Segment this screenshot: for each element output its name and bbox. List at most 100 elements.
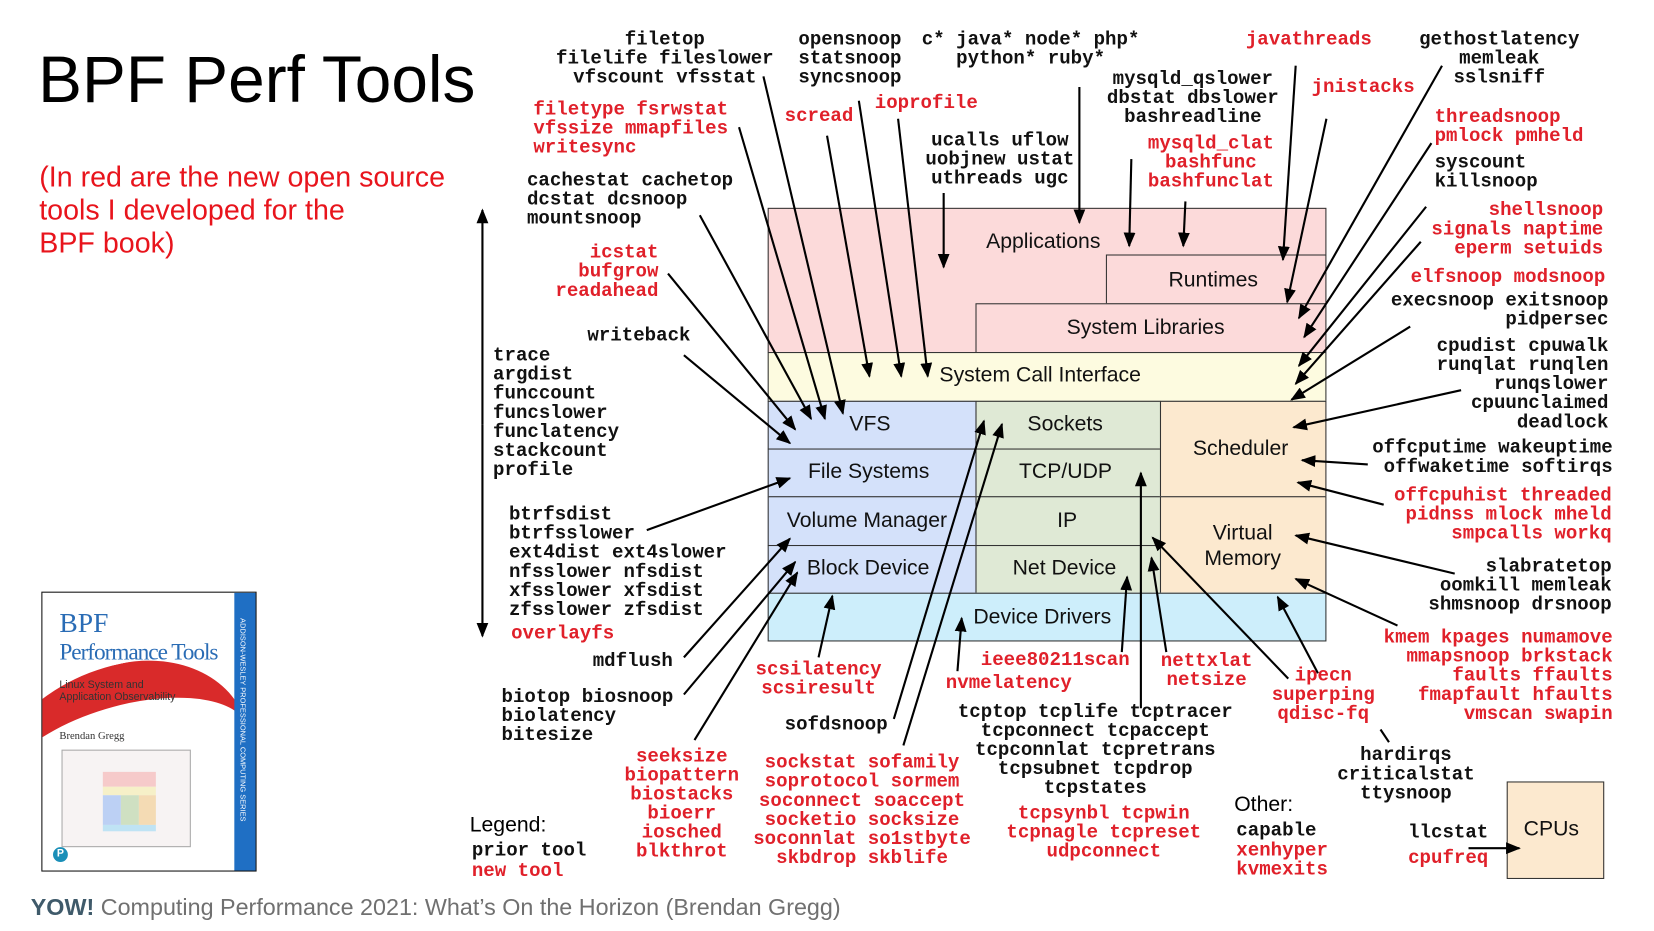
tools-cpudist: cpudist cpuwalk runqlat runqlen runqslow… bbox=[1436, 336, 1609, 434]
book-cover: BPF Performance Tools Linux System and A… bbox=[41, 591, 257, 872]
arrow-gethostlatency bbox=[1297, 65, 1443, 320]
layer-file-systems bbox=[767, 448, 977, 498]
arrow-mysqld-clat bbox=[1177, 201, 1190, 248]
arrow-jnistacks bbox=[1284, 118, 1328, 304]
arrow-threadsnoop bbox=[1303, 142, 1433, 339]
publisher-logo: P bbox=[53, 847, 68, 863]
footer-text: Computing Performance 2021: What’s On th… bbox=[94, 893, 841, 921]
book-subtitle: Linux System and Application Observabili… bbox=[59, 679, 176, 703]
tools-writeback: writeback bbox=[587, 325, 691, 347]
tools-sockstat: sockstat sofamily soprotocol sormem soco… bbox=[753, 752, 971, 870]
arrow-scread bbox=[825, 135, 873, 378]
cpus-box bbox=[1506, 781, 1605, 879]
arrow-ipecn bbox=[1151, 536, 1290, 680]
legend-prior-tool: prior tool bbox=[471, 840, 587, 863]
layer-block-device bbox=[767, 544, 977, 594]
tools-offcputime: offcputime wakeuptime offwaketime softir… bbox=[1372, 437, 1613, 479]
tools-shellsnoop: shellsnoop signals naptime eperm setuids bbox=[1431, 200, 1604, 260]
tools-nettxlat: nettxlat netsize bbox=[1160, 651, 1253, 692]
layer-block-device-label: Block Device bbox=[806, 556, 930, 580]
other-capable: capable bbox=[1236, 820, 1317, 842]
tools-tcpsynbl: tcpsynbl tcpwin tcpnagle tcpreset udpcon… bbox=[1006, 803, 1202, 864]
layer-volume-manager-label: Volume Manager bbox=[786, 508, 948, 533]
arrow-cachestat bbox=[698, 214, 813, 421]
footer: YOW! Computing Performance 2021: What’s … bbox=[31, 894, 841, 922]
arrow-btrfsdist bbox=[646, 477, 792, 532]
arrow-filetype bbox=[738, 126, 827, 421]
tools-jnistacks: jnistacks bbox=[1311, 77, 1415, 99]
tools-opensnoop: opensnoop statsnoop syncsnoop bbox=[798, 29, 902, 90]
tools-slabratetop: slabratetop oomkill memleak shmsnoop drs… bbox=[1428, 556, 1612, 617]
other-title: Other: bbox=[1234, 793, 1294, 817]
tools-javathreads: javathreads bbox=[1245, 29, 1372, 51]
arrow-opensnoop bbox=[857, 100, 906, 378]
tools-scread: scread bbox=[784, 106, 854, 128]
layer-ip bbox=[975, 496, 1162, 547]
arrow-filetop bbox=[762, 76, 846, 415]
tools-threadsnoop: threadsnoop pmlock pmheld bbox=[1434, 107, 1584, 148]
tools-overlayfs: overlayfs bbox=[511, 623, 615, 645]
tools-hardirqs: hardirqs criticalstat ttysnoop bbox=[1337, 745, 1475, 805]
tools-syscount: syscount killsnoop bbox=[1434, 152, 1538, 193]
hardirqs-connector bbox=[1379, 728, 1390, 743]
layer-syscall-interface bbox=[767, 352, 1327, 402]
tools-kmem: kmem kpages numamove mmapsnoop brkstack … bbox=[1383, 627, 1613, 726]
layer-vfs-label: VFS bbox=[849, 412, 891, 436]
tools-tcptop: tcptop tcplife tcptracer tcpconnect tcpa… bbox=[957, 701, 1233, 800]
arrow-slabratetop bbox=[1294, 532, 1455, 575]
tools-cachestat: cachestat cachetop dcstat dcsnoop mounts… bbox=[526, 170, 734, 231]
layer-scheduler-label: Scheduler bbox=[1192, 436, 1289, 461]
layer-volume-manager bbox=[767, 496, 977, 547]
arrow-cpudist bbox=[1292, 389, 1462, 431]
tools-filetype: filetype fsrwstat vfssize mmapfiles writ… bbox=[533, 99, 729, 160]
layer-device-drivers bbox=[767, 592, 1327, 642]
arrow-icstat bbox=[667, 272, 797, 431]
book-author: Brendan Gregg bbox=[59, 730, 125, 743]
book-title-2: Performance Tools bbox=[59, 638, 218, 665]
layer-applications-label: Applications bbox=[986, 230, 1101, 254]
layer-ip-label: IP bbox=[1057, 508, 1078, 533]
arrow-syscount bbox=[1297, 206, 1427, 367]
tools-llcstat: llcstat bbox=[1408, 822, 1489, 844]
tools-btrfsdist: btrfsdist btrfsslower ext4dist ext4slowe… bbox=[508, 504, 727, 622]
legend-title: Legend: bbox=[469, 813, 547, 837]
layer-runtimes-label: Runtimes bbox=[1168, 268, 1259, 292]
tools-cpufreq: cpufreq bbox=[1408, 848, 1489, 870]
arrow-offcputime bbox=[1300, 455, 1368, 467]
book-diagram-thumbnail bbox=[61, 749, 191, 848]
tools-ieee80211scan: ieee80211scan bbox=[980, 649, 1130, 672]
arrow-scsilatency bbox=[817, 594, 836, 658]
arrow-execsnoop bbox=[1290, 325, 1411, 401]
tools-biotop: biotop biosnoop biolatency bitesize bbox=[501, 687, 674, 747]
arrow-nvmelatency bbox=[954, 616, 967, 672]
layer-virtual-memory-label: Virtual Memory bbox=[1204, 521, 1281, 571]
arrow-ieee80211scan bbox=[1120, 575, 1133, 653]
arrow-javathreads bbox=[1277, 65, 1297, 262]
arrow-writeback bbox=[683, 354, 792, 445]
other-xenhyper: xenhyper bbox=[1236, 840, 1328, 863]
arrow-offcpuhist bbox=[1296, 480, 1384, 506]
tools-ioprofile: ioprofile bbox=[874, 93, 978, 115]
book-spine: ADDISON-WESLEY PROFESSIONAL COMPUTING SE… bbox=[234, 592, 256, 871]
layer-tcp-udp-label: TCP/UDP bbox=[1018, 460, 1113, 484]
book-title-1: BPF bbox=[59, 607, 109, 639]
tools-mysqld-qslower: mysqld_qslower dbstat dbslower bashreadl… bbox=[1106, 68, 1279, 129]
arrow-seeksize bbox=[693, 571, 799, 741]
arrow-mysqld-qslower bbox=[1123, 159, 1136, 248]
tools-seeksize: seeksize biopattern biostacks bioerr ios… bbox=[624, 746, 740, 864]
layer-system-libraries-label: System Libraries bbox=[1066, 315, 1225, 340]
arrow-nettxlat bbox=[1147, 556, 1168, 653]
arrow-sofdsnoop bbox=[892, 419, 986, 720]
layer-system-libraries bbox=[975, 303, 1327, 354]
arrow-biotop bbox=[683, 560, 797, 696]
other-kvmexits: kvmexits bbox=[1236, 859, 1328, 882]
subtitle: (In red are the new open source tools I … bbox=[39, 161, 446, 259]
footer-brand: YOW! bbox=[30, 893, 95, 921]
tools-elfsnoop: elfsnoop modsnoop bbox=[1410, 267, 1606, 289]
tools-gethostlatency: gethostlatency memleak sslsniff bbox=[1419, 29, 1580, 90]
arrow-kmem bbox=[1294, 577, 1398, 627]
tools-sofdsnoop: sofdsnoop bbox=[784, 714, 888, 736]
tools-filetop: filetop filelife fileslower vfscount vfs… bbox=[556, 29, 774, 90]
